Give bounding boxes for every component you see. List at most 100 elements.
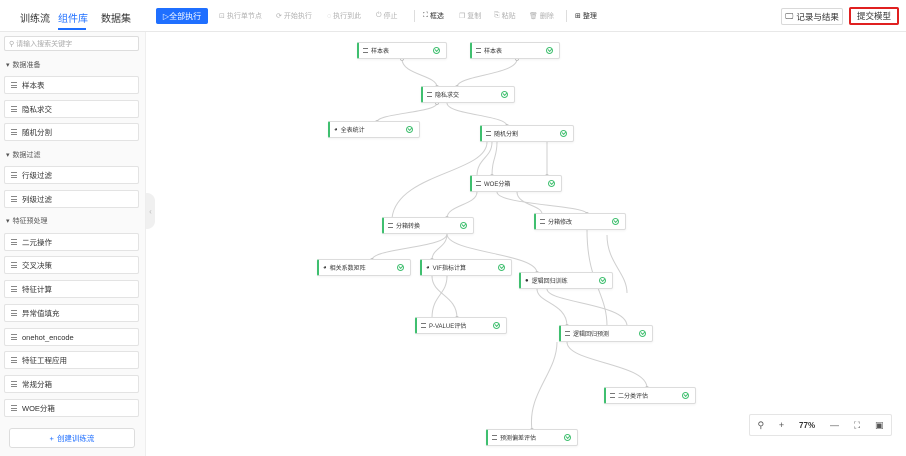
records-results-button[interactable]: 🖵 记录与结果 (781, 8, 843, 25)
component-item[interactable]: 样本表 (4, 76, 139, 94)
table-icon (11, 310, 17, 316)
component-item[interactable]: WOE分箱 (4, 399, 139, 417)
node-label: 分箱转换 (396, 224, 421, 230)
component-item[interactable]: 随机分割 (4, 123, 139, 141)
category-label: 数据准备 (12, 62, 41, 69)
run-all-label: 全部执行 (169, 11, 202, 21)
component-label: 随机分割 (22, 127, 52, 137)
flow-canvas[interactable]: 样本表 样本表 隐私求交 ◕全表统计 随机分割 WOE分箱 分箱转换 分箱修改 … (147, 33, 906, 456)
flow-node[interactable]: ◕相关系数矩阵 (317, 259, 411, 276)
plus-icon: + (49, 433, 54, 443)
copy-button[interactable]: ❐ 复制 (459, 11, 481, 21)
run-from-label: 开始执行 (283, 13, 312, 20)
node-label: 逻辑回归预测 (573, 332, 610, 338)
table-icon (11, 239, 17, 245)
component-item[interactable]: 隐私求交 (4, 100, 139, 118)
run-to-here-button[interactable]: ◌ 执行到此 (327, 11, 361, 21)
table-icon (476, 181, 481, 186)
box-select-button[interactable]: ⛶ 框选 (423, 11, 444, 21)
check-circle-icon (612, 218, 619, 225)
search-placeholder: 请输入搜索关键字 (16, 40, 73, 48)
paste-icon: ⎘ (494, 12, 500, 19)
minimap-icon[interactable]: ▣ (875, 419, 884, 430)
create-training-flow-button[interactable]: + 创建训练流 (9, 428, 135, 448)
tab-datasets[interactable]: 数据集 (101, 14, 131, 25)
sidebar-collapse-handle[interactable]: ‹ (146, 193, 155, 229)
search-icon: ⚲ (9, 40, 15, 48)
node-label: 分箱修改 (548, 220, 573, 226)
check-circle-icon (397, 264, 404, 271)
flow-node[interactable]: 随机分割 (480, 125, 574, 142)
fit-view-icon[interactable]: ⛶ (853, 419, 861, 430)
zoom-out-button[interactable]: — (829, 420, 839, 430)
category-feature-preprocess[interactable]: ▾ 特征预处理 (6, 216, 48, 226)
run-from-here-button[interactable]: ⟳ 开始执行 (276, 11, 312, 21)
component-label: 异常值填充 (22, 308, 60, 318)
tab-training-flow[interactable]: 训练流 (20, 14, 50, 25)
check-circle-icon (406, 126, 413, 133)
table-icon (492, 435, 497, 440)
node-label: 随机分割 (494, 132, 519, 138)
flow-node[interactable]: 预测偏差评估 (486, 429, 578, 446)
flow-node[interactable]: 二分类评估 (604, 387, 696, 404)
node-label: 样本表 (371, 49, 390, 55)
component-item[interactable]: 列级过滤 (4, 190, 139, 208)
arrange-label: 整理 (582, 13, 597, 20)
table-icon (363, 48, 368, 53)
arrange-button[interactable]: ⊞ 整理 (575, 11, 597, 21)
table-icon (11, 405, 17, 411)
component-sidebar: ⚲ 请输入搜索关键字 ▾ 数据准备 样本表 隐私求交 随机分割 ▾ 数据过滤 行… (0, 32, 146, 456)
run-single-icon: ⊡ (219, 13, 225, 20)
paste-button[interactable]: ⎘ 粘贴 (494, 11, 516, 21)
active-tab-indicator (58, 28, 86, 30)
search-icon[interactable]: ⚲ (757, 419, 765, 430)
component-item[interactable]: 特征计算 (4, 280, 139, 298)
table-icon (11, 286, 17, 292)
component-item[interactable]: 常规分箱 (4, 375, 139, 393)
flow-node[interactable]: ◕全表统计 (328, 121, 420, 138)
stop-button[interactable]: ⏻ 停止 (376, 11, 398, 21)
flow-node[interactable]: 分箱修改 (534, 213, 626, 230)
zoom-level: 77% (799, 420, 816, 430)
delete-button[interactable]: 🗑 删除 (529, 11, 554, 21)
check-circle-icon (546, 47, 553, 54)
component-item[interactable]: 异常值填充 (4, 304, 139, 322)
table-icon (476, 48, 481, 53)
category-data-filter[interactable]: ▾ 数据过滤 (6, 150, 41, 160)
flow-node[interactable]: ●逻辑回归训练 (519, 272, 613, 289)
component-label: 行级过滤 (22, 170, 52, 180)
table-icon (11, 262, 17, 268)
run-single-node-button[interactable]: ⊡ 执行单节点 (219, 11, 262, 21)
table-icon (11, 381, 17, 387)
zoom-in-button[interactable]: + (778, 420, 785, 430)
table-icon (540, 219, 545, 224)
tab-component-library[interactable]: 组件库 (58, 14, 88, 25)
flow-node[interactable]: 样本表 (357, 42, 447, 59)
flow-node[interactable]: 逻辑回归预测 (559, 325, 653, 342)
flow-node[interactable]: P-VALUE评估 (415, 317, 507, 334)
flow-node[interactable]: 隐私求交 (421, 86, 515, 103)
component-item[interactable]: 行级过滤 (4, 166, 139, 184)
node-label: VIF指标计算 (432, 266, 466, 272)
flow-node[interactable]: 分箱转换 (382, 217, 474, 234)
table-icon (11, 172, 17, 178)
component-label: 样本表 (22, 80, 45, 90)
flow-node[interactable]: 样本表 (470, 42, 560, 59)
table-icon (11, 106, 17, 112)
power-icon: ⏻ (376, 12, 382, 19)
component-item[interactable]: 特征工程应用 (4, 351, 139, 369)
zoom-controls: ⚲ + 77% — ⛶ ▣ (749, 414, 892, 436)
table-icon (421, 323, 426, 328)
caret-down-icon: ▾ (6, 152, 10, 159)
submit-model-button[interactable]: 提交模型 (849, 7, 899, 25)
search-input[interactable]: ⚲ 请输入搜索关键字 (4, 36, 139, 51)
component-item[interactable]: 二元操作 (4, 233, 139, 251)
run-all-button[interactable]: ▷ 全部执行 (156, 8, 208, 24)
category-data-prep[interactable]: ▾ 数据准备 (6, 60, 41, 70)
component-item[interactable]: 交叉决策 (4, 256, 139, 274)
component-item[interactable]: onehot_encode (4, 328, 139, 346)
flow-node[interactable]: WOE分箱 (470, 175, 562, 192)
records-label: 记录与结果 (796, 11, 839, 22)
paste-label: 粘贴 (501, 13, 516, 20)
flow-node[interactable]: ◕VIF指标计算 (420, 259, 512, 276)
